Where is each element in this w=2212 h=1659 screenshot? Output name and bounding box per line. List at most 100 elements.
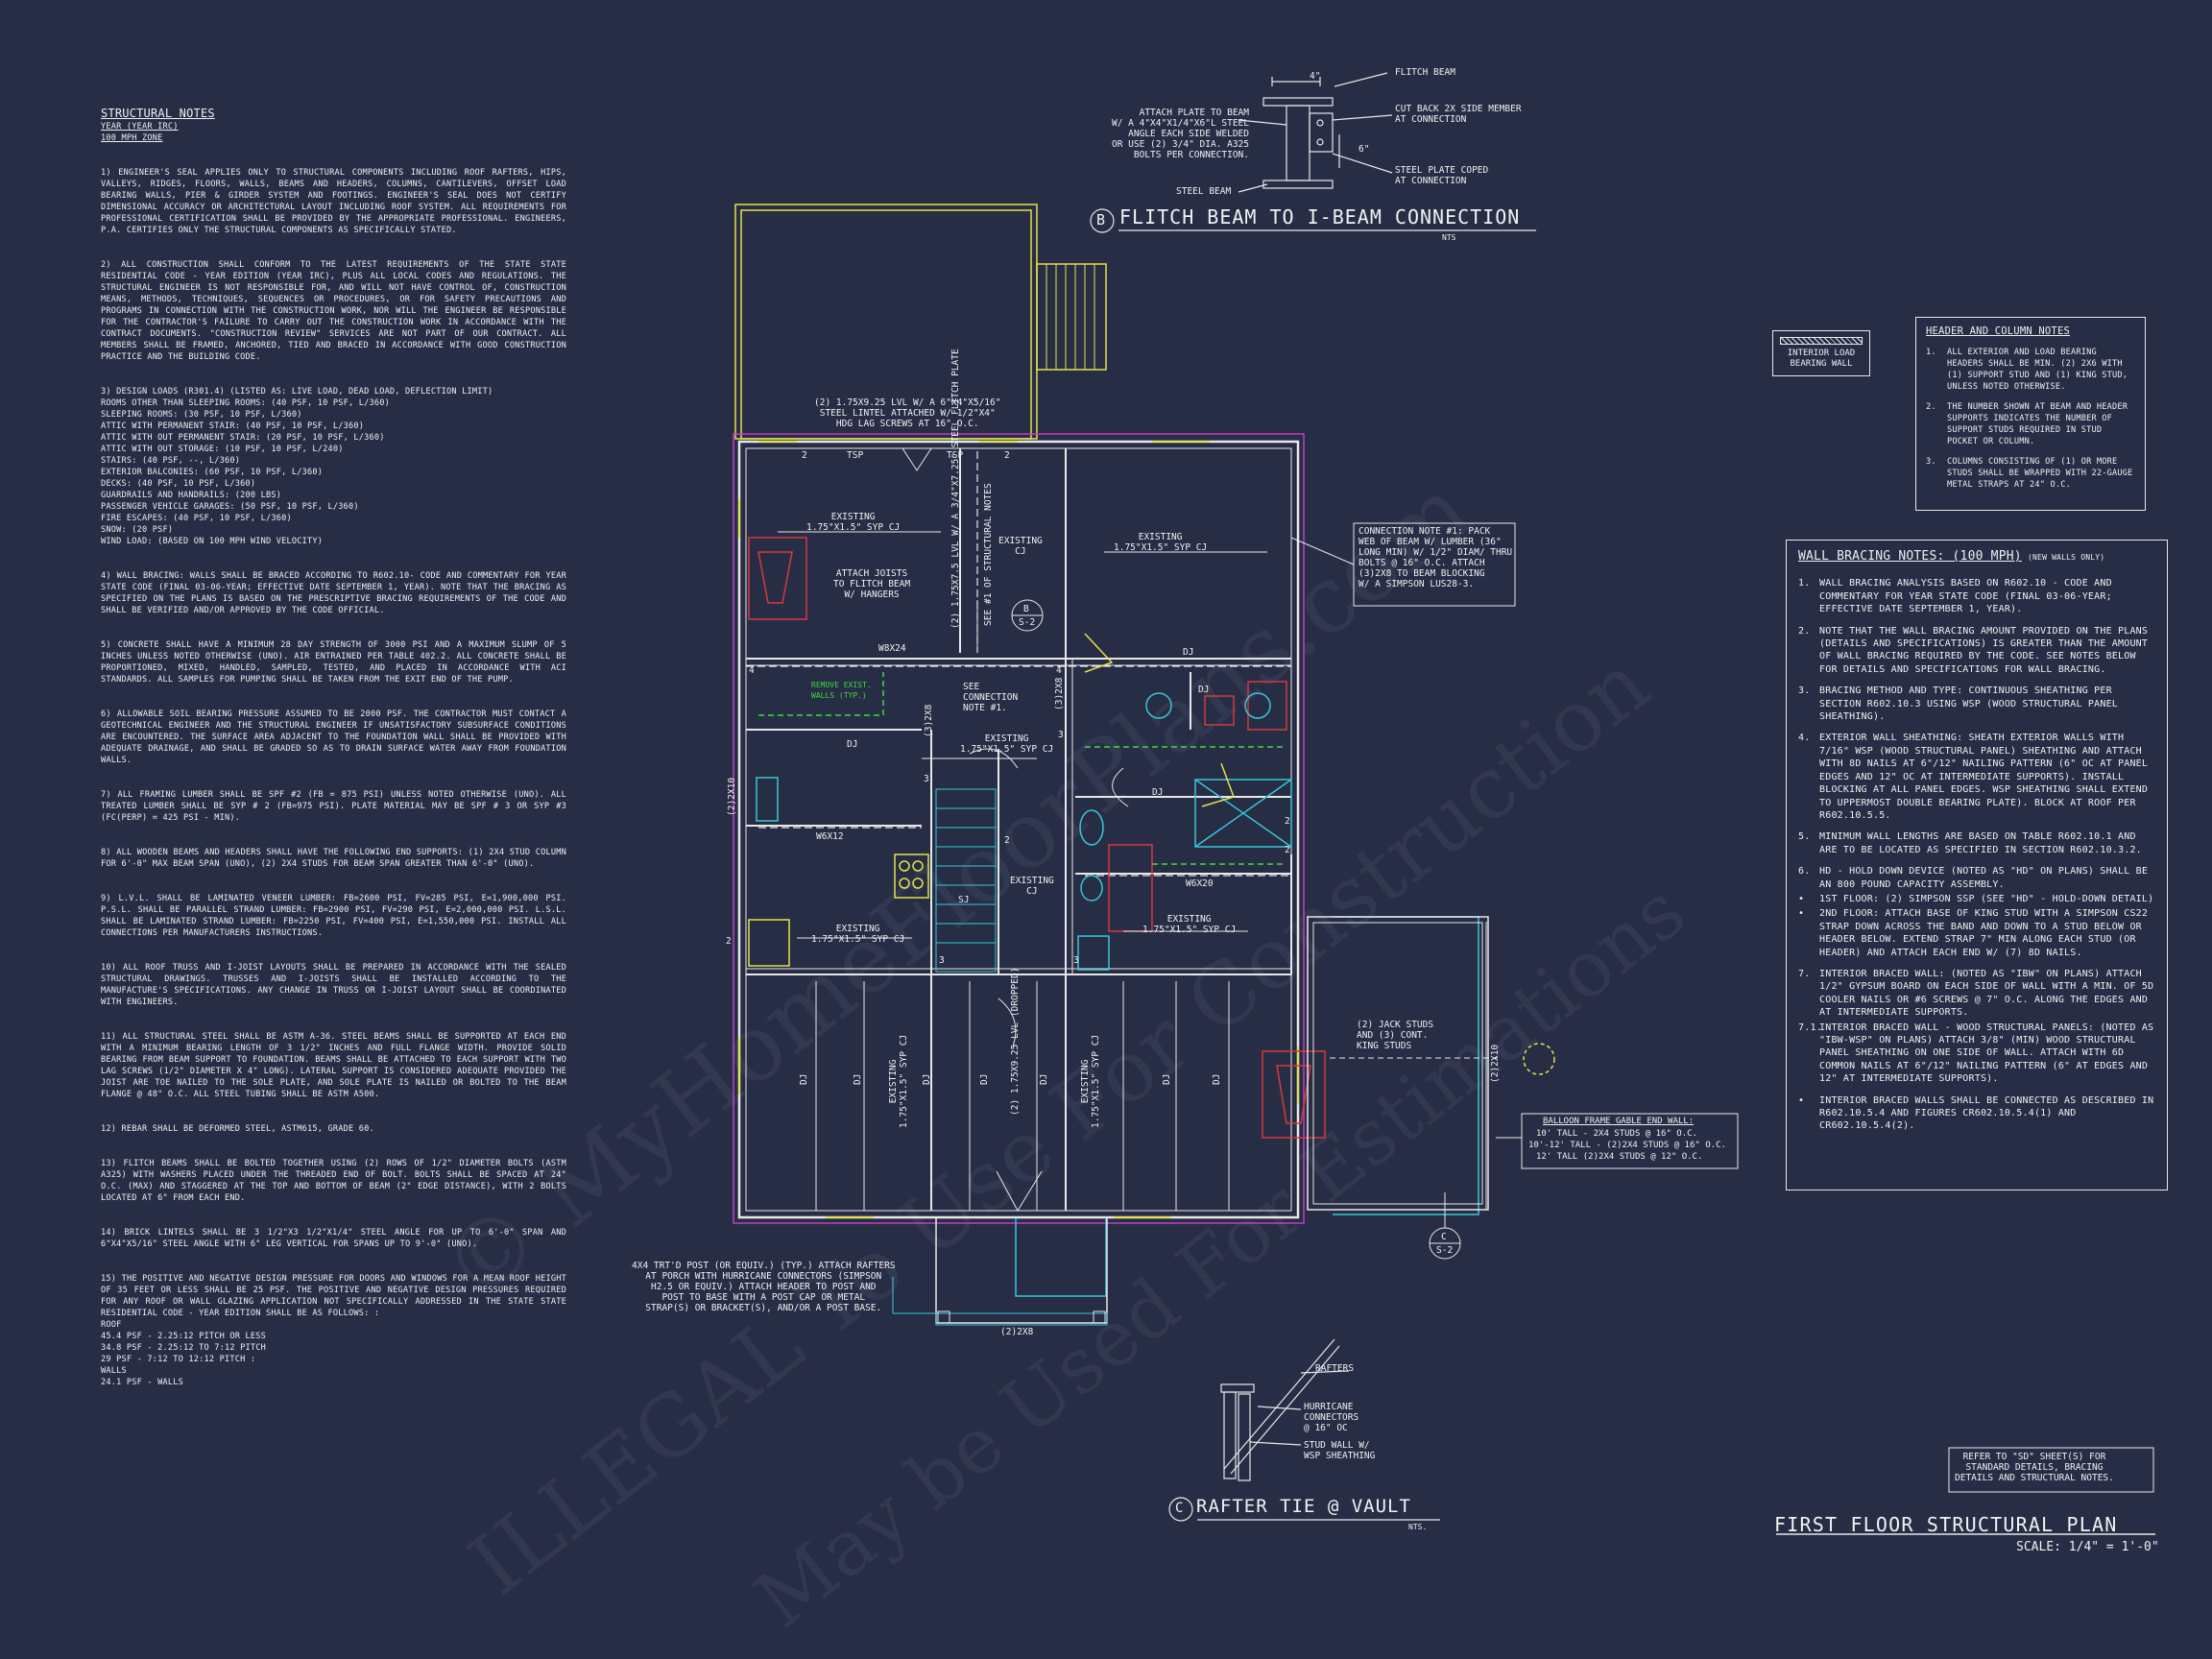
beam-3-2x8: (3)2X8 [1054, 677, 1065, 710]
detail-b-label-attach: ATTACH PLATE TO BEAM W/ A 4"x4"x1/4"x6"L… [1112, 108, 1249, 160]
refer-sd-note: REFER TO "SD" SHEET(S) FOR STANDARD DETA… [1955, 1452, 2114, 1483]
list-item: •2ND FLOOR: ATTACH BASE OF KING STUD WIT… [1798, 908, 2149, 958]
list-item: 5.MINIMUM WALL LENGTHS ARE BASED ON TABL… [1798, 831, 2142, 855]
stud-count: 2 [726, 936, 732, 947]
dj-label: DJ [847, 739, 858, 750]
stud-count: 2 [1004, 835, 1010, 846]
plan-label: EXISTING 1.75"X1.5" SYP CJ [960, 733, 1054, 755]
wall-bracing-notes: WALL BRACING NOTES: (100 MPH) (NEW WALLS… [1786, 540, 2168, 1190]
wall-bracing-title-suffix: (NEW WALLS ONLY) [2028, 553, 2105, 562]
detail-b-label-coped: STEEL PLATE COPED AT CONNECTION [1395, 165, 1489, 186]
plan-label: EXISTING 1.75"X1.5" SYP CJ [806, 512, 901, 533]
note-paragraph: 4) WALL BRACING: WALLS SHALL BE BRACED A… [101, 571, 566, 615]
balloon-item: 12' TALL (2)2X4 STUDS @ 12" O.C. [1536, 1152, 1703, 1162]
dj-label: DJ [1152, 787, 1164, 798]
stud-count: 2 [1285, 816, 1290, 827]
note-paragraph: 10) ALL ROOF TRUSS AND I-JOIST LAYOUTS S… [101, 963, 566, 1007]
list-item: •1ST FLOOR: (2) SIMPSON SSP (SEE "HD" - … [1798, 893, 2154, 904]
marker-b-sheet: S-2 [1019, 617, 1036, 628]
list-item: 4.EXTERIOR WALL SHEATHING: SHEATH EXTERI… [1798, 733, 2149, 821]
house-outline-magenta [733, 433, 1305, 1224]
detail-b-title: FLITCH BEAM TO I-BEAM CONNECTION [1119, 205, 1521, 228]
note-paragraph: 6) ALLOWABLE SOIL BEARING PRESSURE ASSUM… [101, 709, 566, 765]
dj-label: DJ [1162, 1073, 1172, 1085]
detail-c-marker: C [1175, 1501, 1184, 1516]
stud-count: 2 [802, 450, 807, 461]
detail-c-label-rafters: RAFTERS [1315, 1363, 1355, 1374]
list-item: 7.INTERIOR BRACED WALL: (NOTED AS "IBW" … [1798, 968, 2154, 1019]
dj-label: DJ [1198, 685, 1210, 695]
note-paragraph: 15) THE POSITIVE AND NEGATIVE DESIGN PRE… [101, 1274, 566, 1387]
note-paragraph: 9) L.V.L. SHALL BE LAMINATED VENEER LUMB… [101, 894, 566, 938]
structural-notes-subtitle-1: YEAR (YEAR IRC) [101, 122, 179, 132]
header-column-notes-title: HEADER AND COLUMN NOTES [1926, 325, 2070, 337]
connection-note-callout: CONNECTION NOTE #1: PACK WEB OF BEAM W/ … [1358, 526, 1513, 589]
detail-b-scale: NTS [1442, 233, 1456, 242]
header-column-notes: HEADER AND COLUMN NOTES 1.ALL EXTERIOR A… [1915, 317, 2146, 511]
tsp-label: TSP [947, 450, 964, 461]
stud-count: 4 [749, 665, 755, 676]
detail-c-label-studwall: STUD WALL W/ WSP SHEATHING [1304, 1440, 1376, 1461]
list-item: 6.HD - HOLD DOWN DEVICE (NOTED AS "HD" O… [1798, 866, 2149, 890]
lintel-callout: (2) 1.75x9.25 LVL W/ A 6"X4"X5/16" STEEL… [814, 397, 1001, 429]
plan-label: EXISTING CJ [1010, 876, 1054, 897]
bearing-wall-swatch [1780, 337, 1863, 345]
plan-label: EXISTING 1.75"X1.5" SYP CJ [1080, 1034, 1101, 1128]
beam-2x8-porch: (2)2X8 [1000, 1327, 1034, 1337]
note-paragraph: 11) ALL STRUCTURAL STEEL SHALL BE ASTM A… [101, 1032, 566, 1099]
list-item: 7.1.INTERIOR BRACED WALL - WOOD STRUCTUR… [1798, 1022, 2154, 1085]
plan-label: EXISTING 1.75"X1.5" SYP CJ [1114, 532, 1208, 553]
legend-box: INTERIOR LOAD BEARING WALL [1772, 330, 1870, 376]
beam-w6x20: W6x20 [1186, 878, 1214, 889]
beam-3-2x8-b: (3)2X8 [924, 704, 934, 737]
detail-b-dim-4: 4" [1310, 71, 1321, 82]
dj-label: DJ [1039, 1073, 1049, 1085]
tsp-label: TSP [847, 450, 864, 461]
balloon-frame-title: BALLOON FRAME GABLE END WALL: [1543, 1117, 1695, 1126]
attach-joists-callout: ATTACH JOISTS TO FLITCH BEAM W/ HANGERS [833, 568, 911, 600]
legend-label-1: INTERIOR LOAD [1787, 349, 1856, 358]
jack-studs-callout: (2) JACK STUDS AND (3) CONT. KING STUDS [1357, 1020, 1434, 1051]
list-item: •INTERIOR BRACED WALLS SHALL BE CONNECTE… [1798, 1094, 2154, 1132]
sheet-scale: SCALE: 1/4" = 1'-0" [2016, 1540, 2159, 1554]
dj-label: DJ [1212, 1073, 1222, 1085]
structural-notes-body: 1) ENGINEER'S SEAL APPLIES ONLY TO STRUC… [101, 156, 566, 1411]
detail-b-label-steel: STEEL BEAM [1176, 186, 1232, 197]
detail-c-scale: NTS. [1408, 1523, 1428, 1531]
dj-label: DJ [799, 1073, 809, 1085]
legend-label-2: BEARING WALL [1790, 359, 1853, 369]
note-paragraph: 13) FLITCH BEAMS SHALL BE BOLTED TOGETHE… [101, 1159, 566, 1203]
detail-b-dim-6: 6" [1358, 144, 1370, 155]
marker-c-letter: C [1441, 1232, 1447, 1242]
see-notes-label: SEE #1 OF STRUCTURAL NOTES [983, 483, 994, 626]
note-paragraph: 7) ALL FRAMING LUMBER SHALL BE SPF #2 (F… [101, 790, 566, 823]
stud-count: 4 [1056, 665, 1062, 676]
flitch-beam-label: (2) 1.75X7.5 LVL W/ A 3/4"X7.25" STEEL F… [950, 349, 961, 629]
stud-count: 2 [1285, 845, 1290, 855]
dj-label: DJ [979, 1073, 990, 1085]
stud-count: 3 [1058, 730, 1064, 740]
sj-label: SJ [958, 895, 970, 905]
list-item: 2.NOTE THAT THE WALL BRACING AMOUNT PROV… [1798, 625, 2149, 675]
structural-notes: STRUCTURAL NOTES YEAR (YEAR IRC) 100 mph… [101, 108, 566, 1411]
marker-c-sheet: S-2 [1436, 1245, 1454, 1256]
note-paragraph: 1) ENGINEER'S SEAL APPLIES ONLY TO STRUC… [101, 168, 566, 235]
porch-callout: 4x4 TRT'D POST (OR EQUIV.) (TYP.) ATTACH… [632, 1261, 896, 1313]
beam-2x10: (2)2X10 [727, 777, 737, 816]
detail-c-label-hurricane: HURRICANE CONNECTORS @ 16" OC [1304, 1402, 1359, 1433]
detail-b-marker: B [1096, 211, 1106, 228]
note-paragraph: 8) ALL WOODEN BEAMS AND HEADERS SHALL HA… [101, 848, 566, 869]
plan-label: EXISTING 1.75"X1.5" SYP CJ [811, 924, 905, 945]
structural-notes-subtitle-2: 100 mph ZONE [101, 133, 163, 143]
wall-bracing-title-row: WALL BRACING NOTES: (100 MPH) (NEW WALLS… [1798, 550, 2155, 564]
detail-b-drawing [1090, 72, 1536, 233]
note-paragraph: 12) REBAR SHALL BE DEFORMED STEEL, ASTM6… [101, 1124, 374, 1134]
beam-2x10-right: (2)2X10 [1490, 1044, 1501, 1083]
stud-count: 3 [924, 774, 929, 784]
deck-stair [1036, 263, 1107, 371]
note-paragraph: 3) DESIGN LOADS (R301.4) (LISTED AS: LIV… [101, 387, 493, 546]
note-paragraph: 14) BRICK LINTELS SHALL BE 3 1/2"x3 1/2"… [101, 1228, 566, 1249]
stud-count: 2 [1004, 450, 1010, 461]
detail-c-title: RAFTER TIE @ VAULT [1196, 1496, 1411, 1517]
